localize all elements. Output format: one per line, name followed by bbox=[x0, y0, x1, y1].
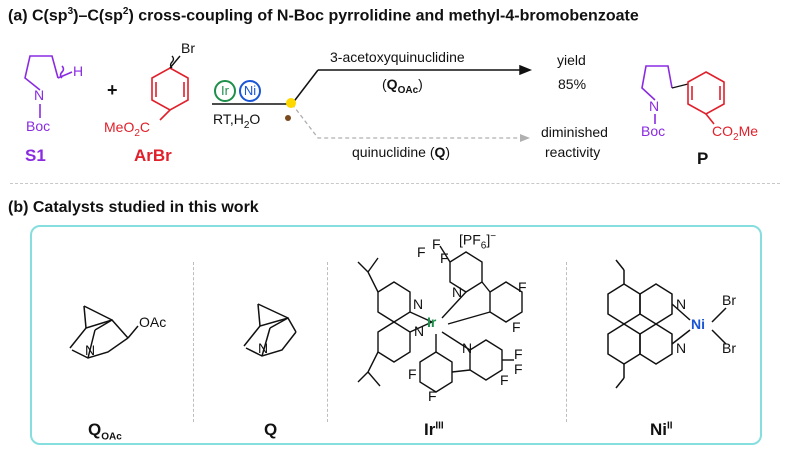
q-label: Q bbox=[264, 420, 278, 439]
ni-br-2: Br bbox=[722, 340, 736, 356]
ir-metal-atom: Ir bbox=[427, 314, 437, 330]
ir-complex-structure bbox=[357, 245, 523, 393]
q-structure bbox=[243, 303, 297, 357]
product-label: P bbox=[697, 149, 709, 168]
ir-n-atom-1: N bbox=[413, 296, 424, 312]
ir-f-9: F bbox=[408, 366, 417, 382]
section-divider bbox=[10, 183, 780, 184]
ni-br-1: Br bbox=[722, 292, 736, 308]
reaction-arrow-lower bbox=[291, 103, 530, 142]
reaction-arrow-upper bbox=[212, 64, 533, 105]
ni-n-atom-1: N bbox=[676, 296, 687, 312]
ir-f-5: F bbox=[512, 319, 521, 335]
product-n-atom: N bbox=[649, 98, 660, 114]
ir-catalyst-circle: Ir bbox=[214, 80, 236, 102]
ir-f-8: F bbox=[500, 372, 509, 388]
product-ring-aryl bbox=[687, 71, 725, 125]
arbr-ester: MeO2C bbox=[104, 119, 151, 139]
arbr-ring bbox=[151, 67, 189, 121]
ir-label: IrIII bbox=[424, 420, 444, 439]
ni-label: NiII bbox=[650, 420, 673, 439]
ni-n-atom-2: N bbox=[676, 340, 687, 356]
qoac-n-atom: N bbox=[85, 342, 96, 358]
part-b-title: (b) Catalysts studied in this work bbox=[8, 199, 259, 216]
q-n-atom: N bbox=[258, 340, 269, 356]
ir-f-3: F bbox=[440, 250, 449, 266]
arbr-br: Br bbox=[181, 40, 195, 56]
catalyst-separator-2 bbox=[327, 262, 328, 422]
s1-ring bbox=[24, 55, 73, 118]
ir-n-atom-3: N bbox=[452, 284, 463, 300]
ir-f-6: F bbox=[514, 346, 523, 362]
yield-value: 85% bbox=[558, 76, 587, 92]
arbr-br-bond bbox=[169, 55, 181, 69]
lower-reagent: quinuclidine (Q) bbox=[352, 144, 451, 160]
ir-f-4: F bbox=[518, 279, 527, 295]
s1-boc: Boc bbox=[26, 118, 51, 134]
product-linker bbox=[671, 83, 689, 89]
part-a-title: (a) C(sp3)–C(sp2) cross-coupling of N-Bo… bbox=[8, 6, 639, 25]
ir-counterion: [PF6]− bbox=[459, 231, 497, 252]
reaction-conditions: RT,H2O bbox=[213, 111, 261, 131]
upper-reagent-abbr: (QOAc) bbox=[382, 76, 423, 96]
ir-f-10: F bbox=[428, 388, 437, 404]
ir-f-1: F bbox=[417, 244, 426, 260]
catalyst-separator-3 bbox=[566, 262, 567, 422]
s1-h-atom: H bbox=[73, 63, 84, 79]
photo-dot bbox=[286, 98, 296, 108]
qoac-structure bbox=[69, 305, 139, 359]
diminished-line1: diminished bbox=[541, 124, 608, 140]
product-boc: Boc bbox=[641, 123, 666, 139]
s1-n-atom: N bbox=[34, 87, 45, 103]
ni-complex-structure bbox=[607, 259, 727, 389]
arbr-label: ArBr bbox=[134, 146, 172, 165]
catalyst-dot bbox=[285, 115, 291, 121]
qoac-label: QOAc bbox=[88, 420, 122, 443]
diminished-line2: reactivity bbox=[545, 144, 601, 160]
product-ring-pyrrolidine bbox=[641, 65, 673, 124]
ir-n-atom-2: N bbox=[414, 323, 425, 339]
plus-sign: + bbox=[107, 80, 118, 100]
upper-reagent-name: 3-acetoxyquinuclidine bbox=[330, 49, 465, 65]
qoac-oac-group: OAc bbox=[139, 314, 167, 330]
s1-label: S1 bbox=[25, 146, 46, 165]
catalysts-box bbox=[30, 225, 762, 445]
product-ester: CO2Me bbox=[712, 123, 759, 143]
ni-metal-atom: Ni bbox=[691, 316, 705, 332]
ni-catalyst-circle: Ni bbox=[239, 80, 261, 102]
ir-n-atom-4: N bbox=[462, 340, 473, 356]
ir-f-2: F bbox=[432, 236, 441, 252]
ir-f-7: F bbox=[514, 361, 523, 377]
yield-label: yield bbox=[557, 52, 586, 68]
catalyst-separator-1 bbox=[193, 262, 194, 422]
